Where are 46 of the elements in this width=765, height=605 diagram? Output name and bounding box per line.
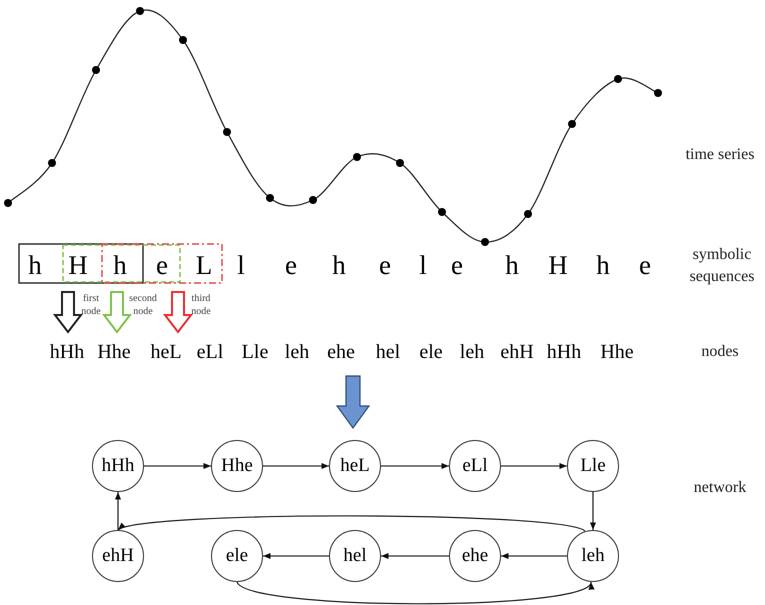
- node-word: Lle: [242, 340, 268, 364]
- sequence-symbol: h: [113, 250, 127, 280]
- arrow-caption: first node: [80, 292, 102, 318]
- node-word: hHh: [546, 340, 582, 364]
- arrow: [236, 582, 592, 604]
- sequence-symbol: e: [156, 250, 168, 280]
- sequence-symbol: L: [196, 250, 212, 280]
- node-word: hHh: [50, 340, 84, 364]
- row-label: nodes: [700, 342, 740, 362]
- row-label: symbolic sequences: [688, 245, 756, 287]
- node-word: ele: [419, 340, 443, 364]
- arrow: [381, 462, 449, 470]
- arrow: [381, 552, 449, 560]
- arrow: [501, 462, 567, 470]
- sequence-symbol: H: [548, 250, 568, 280]
- node-word: hel: [376, 340, 400, 364]
- arrow: [501, 552, 567, 560]
- sequence-symbol: H: [68, 250, 88, 280]
- sequence-symbol: e: [285, 250, 297, 280]
- node-word: leh: [284, 340, 310, 364]
- sequence-symbol: h: [505, 250, 519, 280]
- sequence-symbol: h: [28, 250, 42, 280]
- sequence-symbol: l: [237, 250, 245, 280]
- arrow: [263, 462, 329, 470]
- row-label: network: [692, 478, 748, 498]
- row-label: time series: [684, 145, 756, 165]
- node-word: ehe: [327, 340, 355, 364]
- sequence-symbol: e: [451, 250, 463, 280]
- arrow-caption: third node: [190, 292, 212, 318]
- node-word: leh: [460, 340, 484, 364]
- node-word: Hhe: [97, 340, 131, 364]
- arrow: [114, 492, 122, 530]
- node-word: Hhe: [600, 340, 634, 364]
- node-word: eLl: [196, 340, 224, 364]
- arrow: [590, 492, 596, 530]
- node-word: ehH: [500, 340, 534, 364]
- arrow-caption: second node: [128, 292, 158, 318]
- arrow: [263, 552, 329, 560]
- arrow: [118, 515, 586, 532]
- sequence-symbol: l: [419, 250, 427, 280]
- sequence-symbol: e: [639, 250, 651, 280]
- sequence-symbol: h: [332, 250, 346, 280]
- sequence-symbol: e: [379, 250, 391, 280]
- node-word: heL: [150, 340, 182, 364]
- sequence-symbol: h: [596, 250, 610, 280]
- arrow: [144, 462, 211, 470]
